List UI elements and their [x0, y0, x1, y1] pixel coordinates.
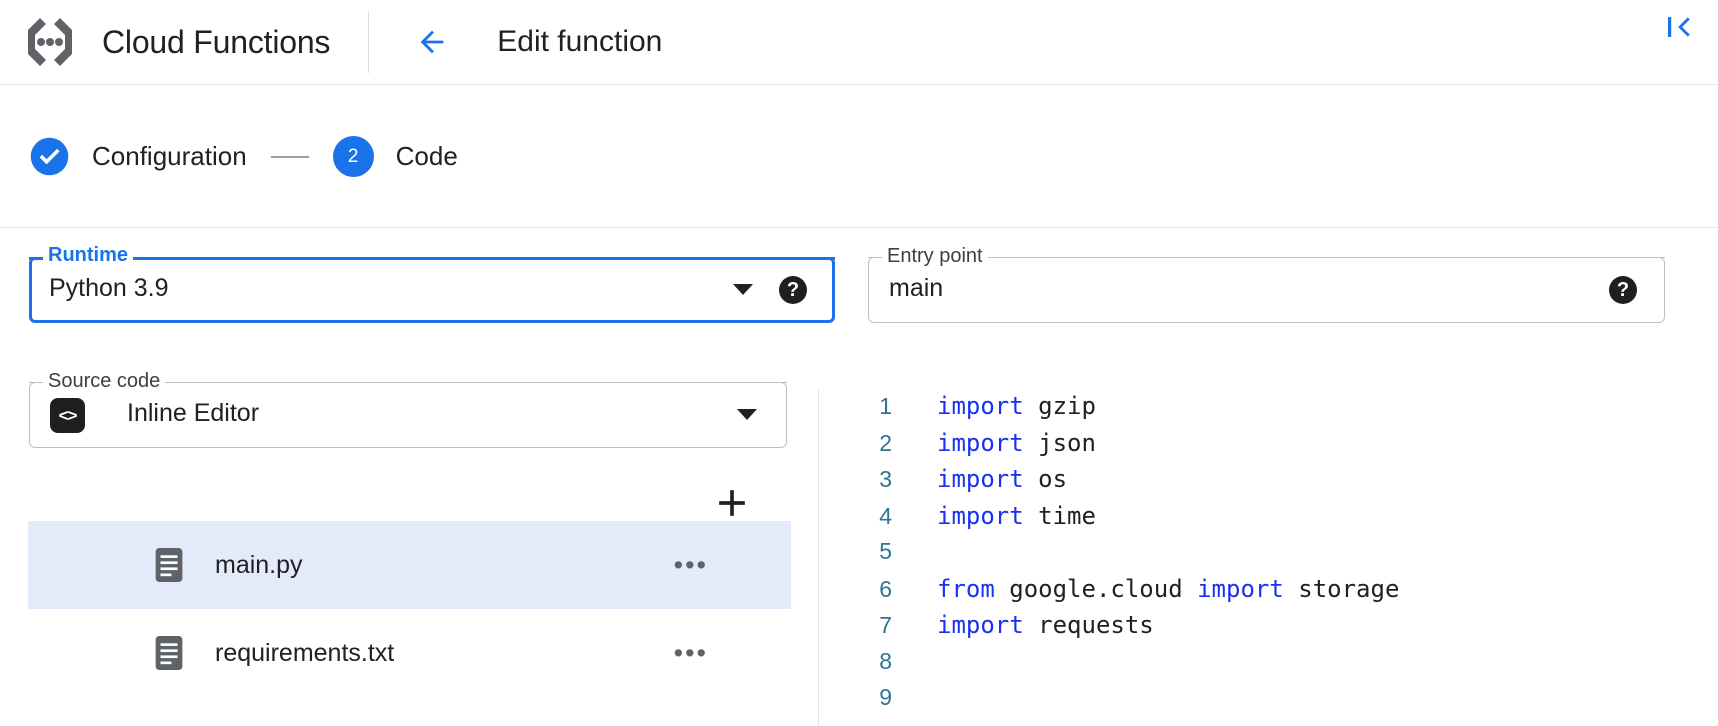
code-keyword: import	[1197, 574, 1284, 603]
runtime-help-icon[interactable]: ?	[779, 276, 807, 304]
cloud-functions-logo-icon	[22, 16, 78, 68]
code-line: 9	[830, 684, 1710, 721]
step-code[interactable]: 2 Code	[332, 136, 458, 177]
step-configuration-label: Configuration	[92, 141, 247, 171]
code-keyword: import	[937, 611, 1024, 639]
line-number: 9	[879, 684, 892, 710]
code-line: 4 import time	[830, 502, 1710, 539]
page-title: Edit function	[497, 25, 663, 58]
step-code-label: Code	[395, 141, 458, 171]
entry-point-help-icon[interactable]: ?	[1609, 276, 1637, 304]
source-code-value: Inline Editor	[127, 399, 260, 427]
app-header: Cloud Functions Edit function	[0, 0, 1718, 85]
code-line-text: import time	[937, 502, 1096, 530]
runtime-notch-right	[135, 257, 835, 260]
file-name: main.py	[215, 550, 303, 579]
code-line: 8	[830, 648, 1710, 685]
entry-point-notch-left	[868, 257, 879, 258]
source-code-notch-left	[29, 382, 40, 383]
line-number: 7	[879, 612, 892, 638]
add-file-icon[interactable]	[710, 481, 754, 525]
code-line: 7 import requests	[830, 611, 1710, 648]
code-line-text: import json	[937, 429, 1096, 457]
entry-point-value: main	[889, 274, 944, 302]
file-icon	[154, 548, 184, 582]
file-more-options-icon[interactable]: •••	[673, 550, 708, 580]
source-code-label: Source code	[43, 369, 166, 393]
code-identifier: requests	[1023, 611, 1154, 639]
code-keyword: import	[937, 392, 1024, 420]
runtime-notch-left	[29, 257, 40, 260]
brand-title: Cloud Functions	[102, 23, 331, 60]
back-arrow-icon[interactable]	[415, 25, 449, 59]
code-keyword: import	[937, 465, 1024, 493]
code-brackets-icon: <>	[50, 398, 85, 433]
entry-point-field[interactable]: Entry point main	[868, 244, 1665, 323]
header-separator	[368, 11, 370, 73]
code-identifier: storage	[1283, 574, 1400, 603]
line-number: 8	[879, 647, 892, 674]
stepper-connector	[270, 155, 309, 158]
main-content: Runtime Python 3.9 ? Entry point main ? …	[0, 229, 1718, 726]
code-identifier: google.cloud	[994, 574, 1198, 603]
code-line: 5	[830, 538, 1710, 575]
code-identifier: os	[1023, 465, 1068, 493]
file-icon	[154, 636, 184, 670]
code-line-text: import requests	[937, 611, 1154, 639]
entry-point-label: Entry point	[882, 244, 988, 268]
file-more-options-icon[interactable]: •••	[673, 638, 708, 668]
line-number: 5	[879, 538, 892, 564]
source-code-field[interactable]: Source code <> Inline Editor	[29, 369, 787, 448]
code-line-text: from google.cloud import storage	[937, 575, 1399, 603]
code-identifier: time	[1023, 501, 1096, 530]
code-identifier: gzip	[1023, 392, 1096, 420]
source-code-chevron-down-icon[interactable]	[737, 409, 757, 420]
file-name: requirements.txt	[215, 638, 395, 667]
runtime-value: Python 3.9	[49, 274, 169, 302]
source-code-notch-right	[180, 382, 787, 383]
code-keyword: import	[937, 428, 1024, 457]
code-line-text: import os	[937, 465, 1067, 493]
line-number: 3	[879, 466, 892, 492]
step-code-number: 2	[332, 136, 374, 177]
code-keyword: from	[937, 574, 995, 603]
code-keyword: import	[937, 501, 1024, 530]
runtime-label: Runtime	[43, 243, 133, 267]
check-circle-icon	[29, 136, 70, 177]
collapse-panel-icon[interactable]	[1662, 10, 1696, 44]
runtime-field[interactable]: Runtime Python 3.9	[29, 243, 835, 323]
code-line: 6 from google.cloud import storage	[830, 575, 1710, 612]
code-identifier: json	[1023, 428, 1096, 457]
file-list-item-main-py[interactable]: main.py •••	[28, 521, 791, 609]
editor-divider	[818, 390, 819, 726]
step-configuration[interactable]: Configuration	[29, 136, 247, 177]
line-number: 4	[879, 502, 892, 529]
line-number: 2	[879, 429, 892, 456]
file-list-item-requirements-txt[interactable]: requirements.txt •••	[28, 609, 791, 697]
runtime-chevron-down-icon[interactable]	[733, 284, 753, 295]
entry-point-notch-right	[1005, 257, 1665, 258]
line-number: 6	[879, 575, 892, 602]
wizard-stepper: Configuration 2 Code	[0, 86, 1718, 228]
line-number: 1	[879, 393, 892, 419]
code-editor[interactable]: 1 import gzip 2 import json 3 import os 4 impor…	[830, 392, 1710, 726]
code-line: 2 import json	[830, 429, 1710, 466]
code-line: 3 import os	[830, 465, 1710, 502]
brand-area[interactable]: Cloud Functions	[0, 0, 330, 84]
code-line-text: import gzip	[937, 392, 1096, 420]
code-line: 1 import gzip	[830, 392, 1710, 429]
